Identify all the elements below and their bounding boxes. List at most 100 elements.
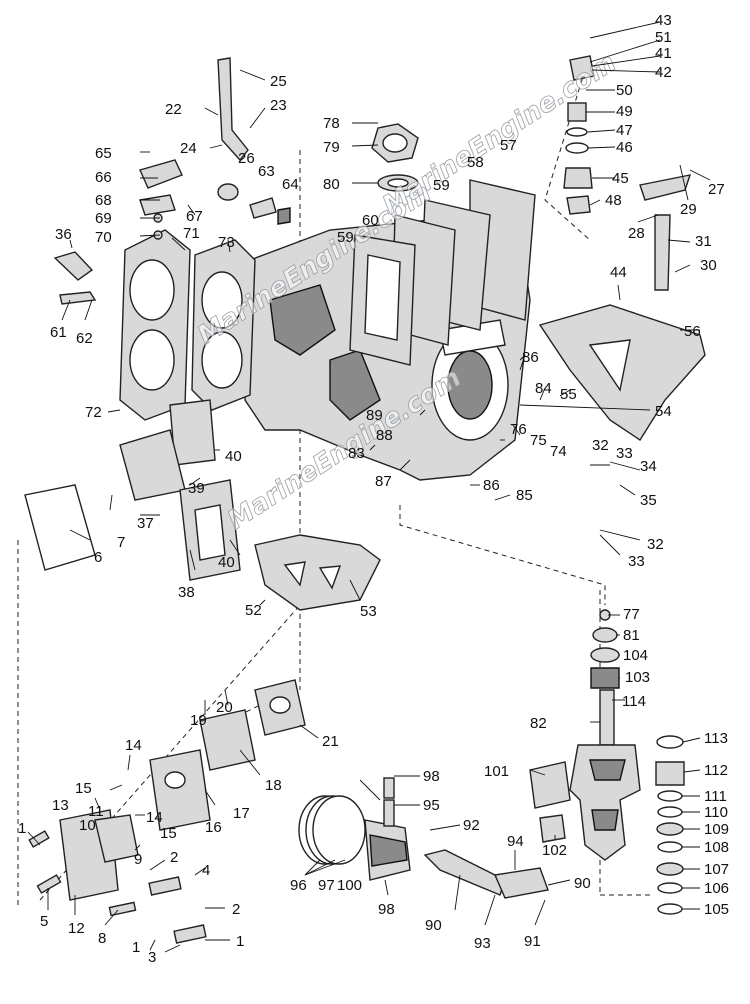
callout-label: 41 [655,45,672,62]
callout-label: 58 [467,154,484,171]
callout-label: 105 [704,901,729,918]
fuel-pump-assembly [59,679,306,901]
callout-label: 3 [148,949,156,966]
callout-label: 52 [245,602,262,619]
callout-label: 19 [190,712,207,729]
callout-label: 33 [616,445,633,462]
callout-label: 78 [323,115,340,132]
callout-label: 47 [616,122,633,139]
piston-assembly [298,777,411,881]
callout-label: 79 [323,139,340,156]
cover-plate-6 [24,484,96,571]
callout-label: 12 [68,920,85,937]
callout-label: 57 [500,137,517,154]
callout-label: 109 [704,821,729,838]
callout-label: 44 [610,264,627,281]
callout-label: 50 [616,82,633,99]
callout-label: 80 [323,176,340,193]
callout-label: 32 [647,536,664,553]
callout-label: 37 [137,515,154,532]
callout-label: 91 [524,933,541,950]
callout-label: 20 [216,699,233,716]
callout-label: 1 [132,939,140,956]
callout-label: 34 [640,458,657,475]
callout-label: 110 [704,804,728,821]
callout-label: 112 [704,762,728,779]
callout-label: 42 [655,64,672,81]
callout-label: 49 [616,103,633,120]
callout-label: 98 [423,768,440,785]
callout-label: 77 [623,606,640,623]
callout-label: 29 [680,201,697,218]
callout-label: 103 [625,669,650,686]
callout-label: 104 [623,647,648,664]
callout-label: 71 [183,225,200,242]
callout-label: 48 [605,192,622,209]
callout-leaders [27,21,711,953]
callout-label: 98 [378,901,395,918]
callout-label: 53 [360,603,377,620]
callout-label: 93 [474,935,491,952]
callout-label: 95 [423,797,440,814]
callout-label: 87 [375,473,392,490]
callout-label: 14 [125,737,142,754]
callout-label: 4 [202,862,210,879]
callout-label: 108 [704,839,729,856]
callout-label: 66 [95,169,112,186]
callout-label: 90 [574,875,591,892]
callout-label: 38 [178,584,195,601]
callout-label: 90 [425,917,442,934]
upper-left-small-parts [53,159,183,305]
callout-label: 18 [265,777,282,794]
callout-label: 88 [376,427,393,444]
callout-label: 62 [76,330,93,347]
callout-label: 56 [684,323,701,340]
callout-label: 60 [362,212,379,229]
upper-right-stack [563,55,595,215]
callout-label: 86 [522,349,539,366]
callout-label: 86 [483,477,500,494]
callout-label: 24 [180,140,197,157]
callout-label: 1 [236,933,244,950]
right-mount-bracket [538,174,706,441]
callout-label: 25 [270,73,287,90]
callout-label: 100 [337,877,362,894]
callout-label: 84 [535,380,552,397]
callout-label: 59 [433,177,450,194]
exhaust-covers [119,399,241,581]
callout-labels: 1 1 1 2 2 3 4 5 6 7 8 9 10 11 12 13 14 1… [18,12,729,966]
upper-seal-stack [590,609,620,689]
callout-label: 8 [98,930,106,947]
bracket-arm [217,57,249,162]
callout-label: 75 [530,432,547,449]
callout-label: 40 [218,554,235,571]
callout-label: 51 [655,29,672,46]
callout-label: 82 [530,715,547,732]
callout-label: 113 [704,730,728,747]
sensor-parts [217,183,291,225]
callout-label: 68 [95,192,112,209]
callout-label: 114 [622,693,646,710]
bearing-cages [529,761,571,843]
callout-label: 67 [186,208,203,225]
transfer-cover-plates [349,179,536,366]
callout-label: 35 [640,492,657,509]
callout-label: 69 [95,210,112,227]
callout-label: 36 [55,226,72,243]
callout-label: 81 [623,627,640,644]
callout-label: 111 [704,788,727,805]
callout-label: 27 [708,181,725,198]
callout-label: 74 [550,443,567,460]
callout-label: 73 [218,234,235,251]
callout-label: 40 [225,448,242,465]
callout-label: 13 [52,797,69,814]
callout-label: 2 [170,849,178,866]
callout-label: 26 [238,150,255,167]
callout-label: 17 [233,805,250,822]
connecting-rod [423,849,549,899]
callout-label: 96 [290,877,307,894]
crankshaft [569,689,641,861]
callout-label: 85 [516,487,533,504]
callout-label: 6 [94,549,102,566]
